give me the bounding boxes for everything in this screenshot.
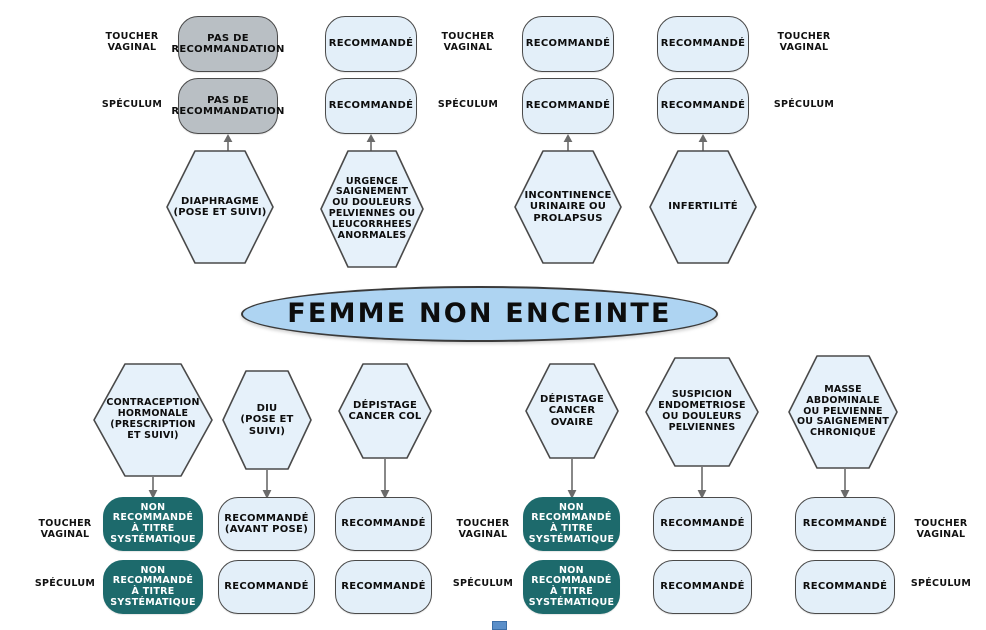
connector-top-col-1 <box>223 134 233 152</box>
bottom-col-2-speculum-result[interactable]: RECOMMANDÉ <box>218 560 315 614</box>
connector-bottom-col-2 <box>262 470 272 499</box>
connector-bottom-col-4 <box>567 459 577 499</box>
connector-top-col-4 <box>698 134 708 152</box>
center-node[interactable]: FEMME NON ENCEINTE <box>241 286 718 342</box>
row-label-touch-top-right: TOUCHER VAGINAL <box>777 31 831 54</box>
top-col-1-condition[interactable]: DIAPHRAGME (POSE ET SUIVI) <box>166 150 274 264</box>
hexagon-shape <box>525 363 619 459</box>
bottom-col-2-condition[interactable]: DIU (POSE ET SUIVI) <box>222 370 312 470</box>
top-col-4-condition[interactable]: INFERTILITÉ <box>649 150 757 264</box>
row-label-touch-bottom-right: TOUCHER VAGINAL <box>914 518 968 541</box>
hexagon-shape <box>514 150 622 264</box>
top-col-3-touch-result[interactable]: RECOMMANDÉ <box>522 16 614 72</box>
top-col-4-speculum-result[interactable]: RECOMMANDÉ <box>657 78 749 134</box>
top-col-2-condition[interactable]: URGENCE SAIGNEMENT OU DOULEURS PELVIENNE… <box>320 150 424 268</box>
result-text: RECOMMANDÉ <box>328 38 414 50</box>
top-col-4-touch-result[interactable]: RECOMMANDÉ <box>657 16 749 72</box>
bottom-col-6-condition[interactable]: MASSE ABDOMINALE OU PELVIENNE OU SAIGNEM… <box>788 355 898 469</box>
hexagon-shape <box>338 363 432 459</box>
center-node-label: FEMME NON ENCEINTE <box>287 297 672 329</box>
row-label-speculum-bottom-middle: SPÉCULUM <box>452 578 514 589</box>
bottom-col-3-touch-result[interactable]: RECOMMANDÉ <box>335 497 432 551</box>
row-label-touch-top-middle: TOUCHER VAGINAL <box>441 31 495 54</box>
bottom-col-3-speculum-result[interactable]: RECOMMANDÉ <box>335 560 432 614</box>
result-text: PAS DE RECOMMANDATION <box>171 94 285 117</box>
connector-bottom-col-6 <box>840 469 850 499</box>
top-col-3-speculum-result[interactable]: RECOMMANDÉ <box>522 78 614 134</box>
bottom-col-5-condition[interactable]: SUSPICION ENDOMETRIOSE OU DOULEURS PELVI… <box>645 357 759 467</box>
connector-bottom-col-1 <box>148 477 158 499</box>
row-label-touch-top-left: TOUCHER VAGINAL <box>105 31 159 54</box>
connector-top-col-3 <box>563 134 573 152</box>
bottom-col-1-speculum-result[interactable]: NON RECOMMANDÉ À TITRE SYSTÉMATIQUE <box>103 560 203 614</box>
row-label-speculum-top-middle: SPÉCULUM <box>437 99 499 110</box>
hexagon-shape <box>788 355 898 469</box>
bottom-col-6-touch-result[interactable]: RECOMMANDÉ <box>795 497 895 551</box>
result-text: RECOMMANDÉ <box>224 581 309 593</box>
result-text: RECOMMANDÉ <box>525 38 611 50</box>
bottom-col-3-condition[interactable]: DÉPISTAGE CANCER COL <box>338 363 432 459</box>
result-text: RECOMMANDÉ <box>660 518 745 530</box>
hexagon-shape <box>645 357 759 467</box>
result-text: RECOMMANDÉ <box>660 581 745 593</box>
row-label-touch-bottom-left: TOUCHER VAGINAL <box>38 518 92 541</box>
hexagon-shape <box>222 370 312 470</box>
connector-bottom-col-3 <box>380 459 390 499</box>
bottom-col-4-speculum-result[interactable]: NON RECOMMANDÉ À TITRE SYSTÉMATIQUE <box>523 560 620 614</box>
bottom-col-1-condition[interactable]: CONTRACEPTION HORMONALE (PRESCRIPTION ET… <box>93 363 213 477</box>
top-col-2-touch-result[interactable]: RECOMMANDÉ <box>325 16 417 72</box>
result-text: NON RECOMMANDÉ À TITRE SYSTÉMATIQUE <box>110 501 196 545</box>
top-col-3-condition[interactable]: INCONTINENCE URINAIRE OU PROLAPSUS <box>514 150 622 264</box>
row-label-touch-bottom-middle: TOUCHER VAGINAL <box>456 518 510 541</box>
top-col-1-speculum-result[interactable]: PAS DE RECOMMANDATION <box>171 78 284 134</box>
bottom-col-4-condition[interactable]: DÉPISTAGE CANCER OVAIRE <box>525 363 619 459</box>
result-text: NON RECOMMANDÉ À TITRE SYSTÉMATIQUE <box>528 564 615 608</box>
result-text: RECOMMANDÉ <box>660 38 746 50</box>
result-text: RECOMMANDÉ <box>328 100 414 112</box>
bottom-col-5-speculum-result[interactable]: RECOMMANDÉ <box>653 560 752 614</box>
bottom-col-1-touch-result[interactable]: NON RECOMMANDÉ À TITRE SYSTÉMATIQUE <box>103 497 203 551</box>
result-text: RECOMMANDÉ <box>525 100 611 112</box>
top-col-2-speculum-result[interactable]: RECOMMANDÉ <box>325 78 417 134</box>
connector-bottom-col-5 <box>697 467 707 499</box>
row-label-speculum-bottom-left: SPÉCULUM <box>34 578 96 589</box>
row-label-speculum-bottom-right: SPÉCULUM <box>910 578 972 589</box>
result-text: RECOMMANDÉ <box>802 518 888 530</box>
row-label-speculum-top-left: SPÉCULUM <box>101 99 163 110</box>
connector-top-col-2 <box>366 134 376 152</box>
result-text: RECOMMANDÉ <box>341 581 426 593</box>
result-text: RECOMMANDÉ <box>660 100 746 112</box>
hexagon-shape <box>93 363 213 477</box>
page-marker <box>492 621 507 630</box>
result-text: RECOMMANDÉ (AVANT POSE) <box>224 512 309 535</box>
hexagon-shape <box>320 150 424 268</box>
row-label-speculum-top-right: SPÉCULUM <box>773 99 835 110</box>
result-text: NON RECOMMANDÉ À TITRE SYSTÉMATIQUE <box>110 564 196 608</box>
hexagon-shape <box>166 150 274 264</box>
result-text: RECOMMANDÉ <box>341 518 426 530</box>
bottom-col-5-touch-result[interactable]: RECOMMANDÉ <box>653 497 752 551</box>
hexagon-shape <box>649 150 757 264</box>
result-text: NON RECOMMANDÉ À TITRE SYSTÉMATIQUE <box>528 501 615 545</box>
result-text: PAS DE RECOMMANDATION <box>171 32 285 55</box>
bottom-col-4-touch-result[interactable]: NON RECOMMANDÉ À TITRE SYSTÉMATIQUE <box>523 497 620 551</box>
bottom-col-6-speculum-result[interactable]: RECOMMANDÉ <box>795 560 895 614</box>
bottom-col-2-touch-result[interactable]: RECOMMANDÉ (AVANT POSE) <box>218 497 315 551</box>
result-text: RECOMMANDÉ <box>802 581 888 593</box>
top-col-1-touch-result[interactable]: PAS DE RECOMMANDATION <box>171 16 284 72</box>
